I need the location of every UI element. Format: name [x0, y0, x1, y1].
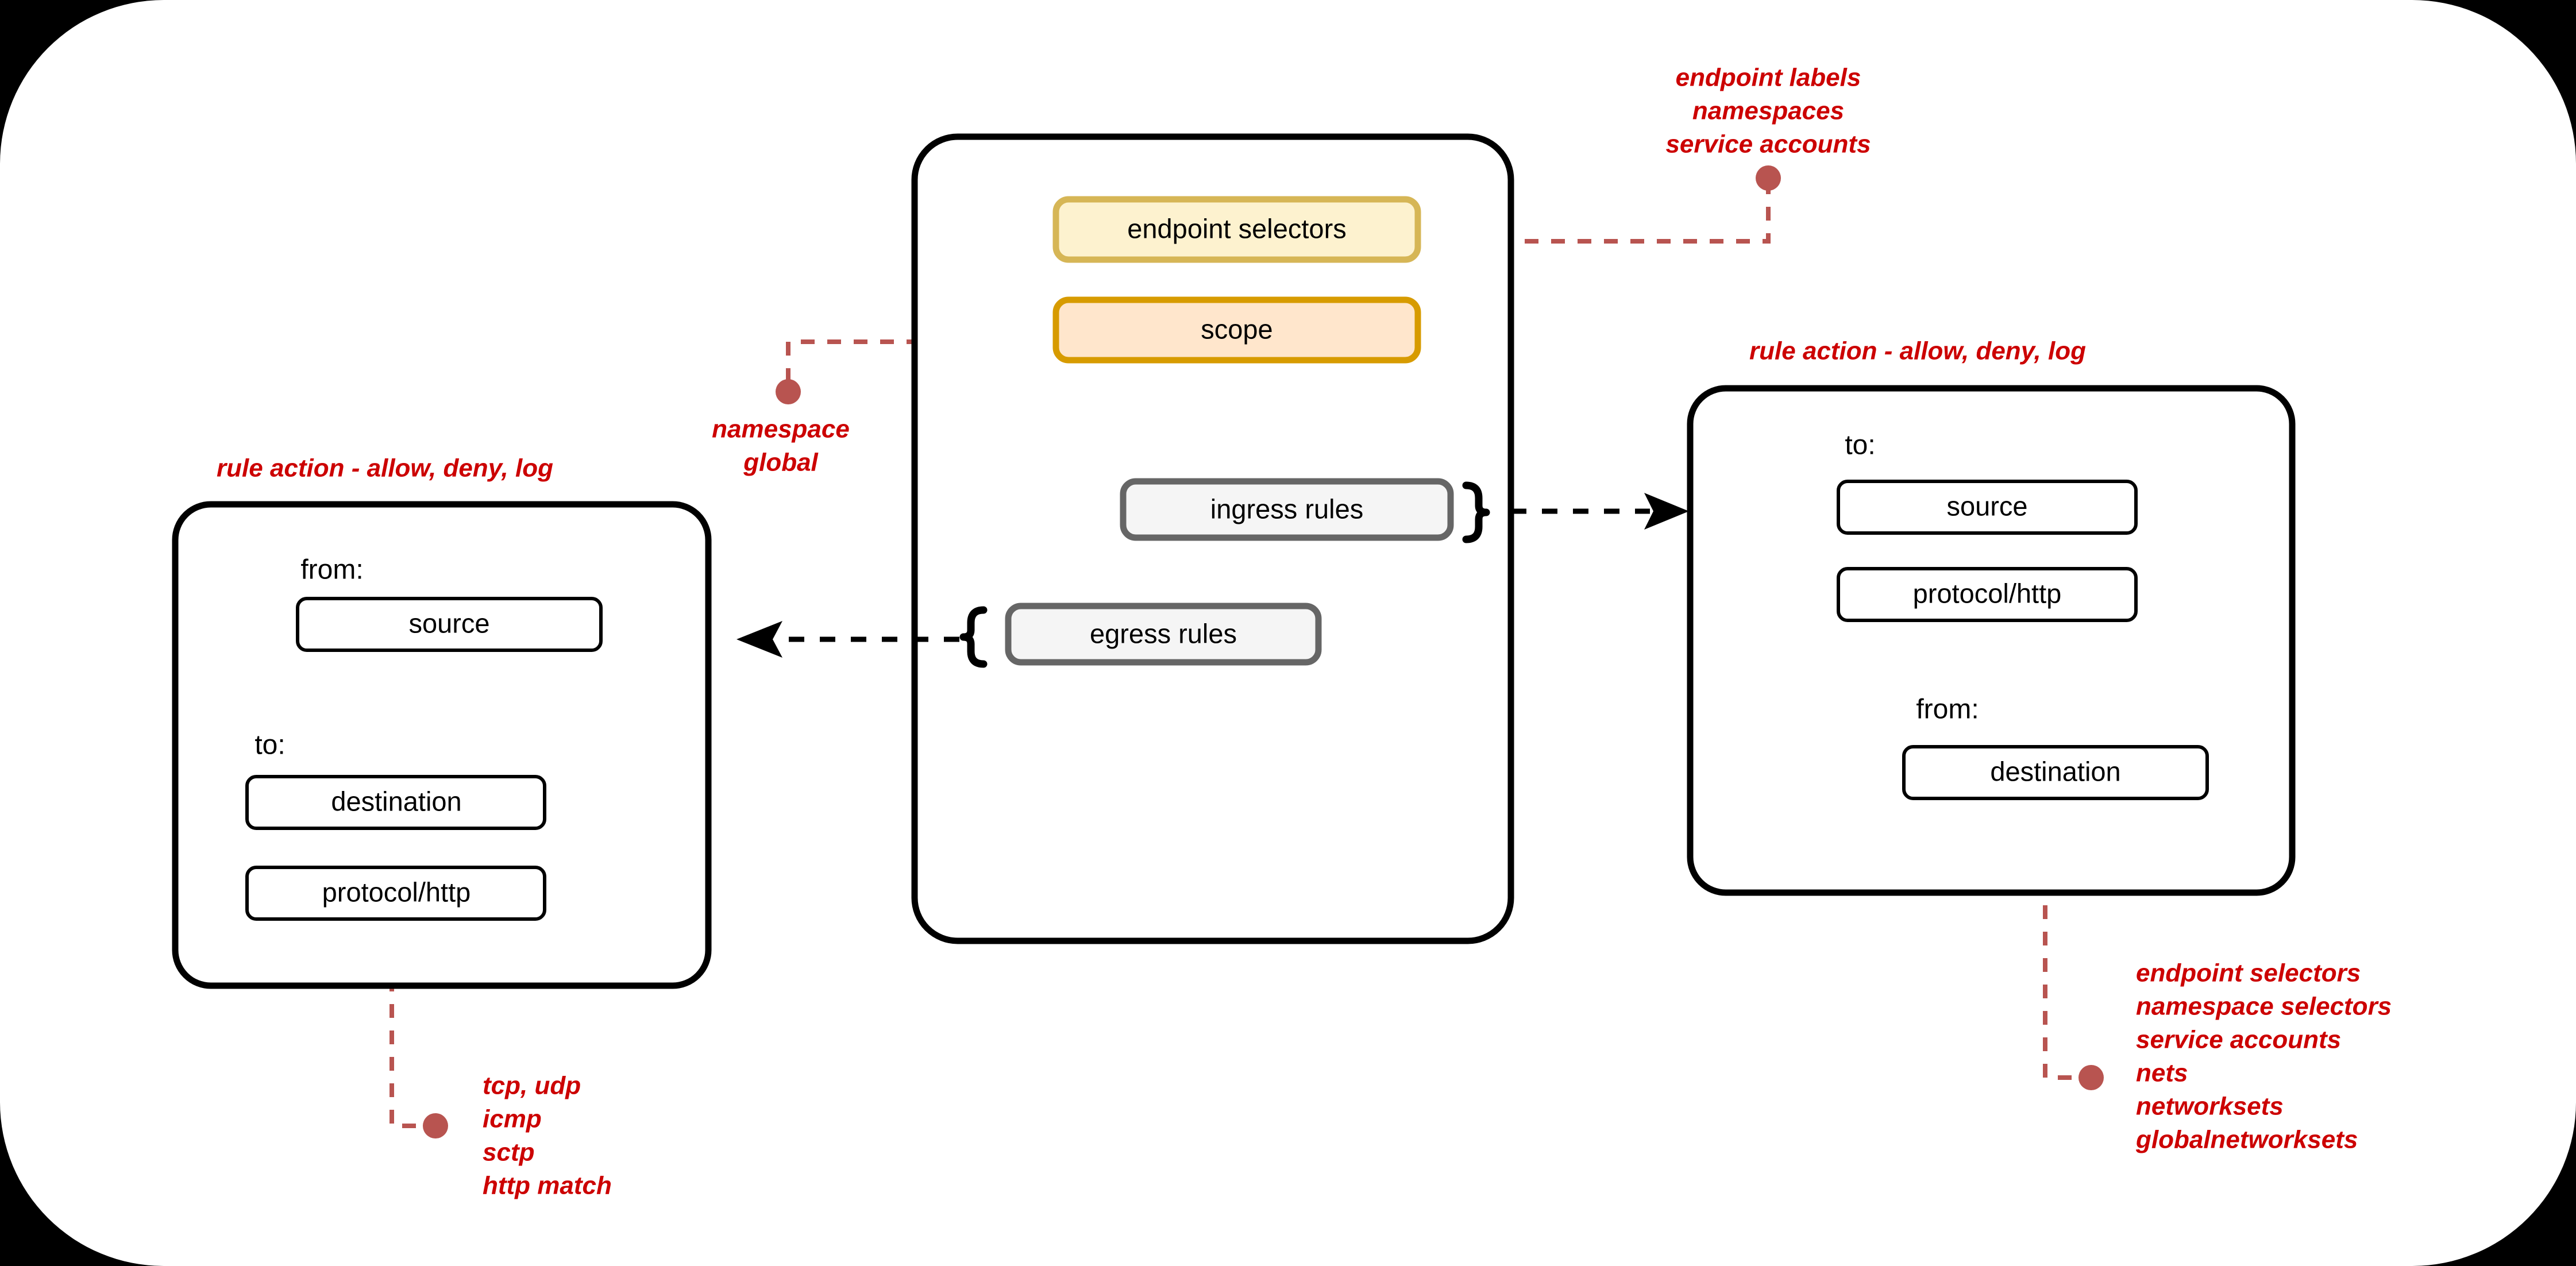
annotation-line: service accounts [1665, 130, 1871, 159]
left-destination-box[interactable] [245, 775, 546, 830]
egress-arrow [736, 621, 959, 658]
connector-dot [423, 1113, 448, 1138]
right-source-box[interactable] [1837, 480, 2138, 535]
annotation-line: endpoint selectors [2136, 959, 2361, 987]
arrow-head [736, 621, 782, 658]
left-protocol-label: protocol/http [322, 877, 471, 907]
endpoint-selectors-label: endpoint selectors [1127, 213, 1346, 244]
egress-brace-icon [959, 606, 988, 668]
egress-rules-label: egress rules [1090, 618, 1237, 649]
annotation-line: nets [2136, 1059, 2188, 1087]
connector-line [390, 925, 428, 1128]
arrow-head [1644, 493, 1689, 530]
connector-dot [776, 379, 801, 404]
right-section-to-label: to: [1845, 430, 1875, 461]
left-destination-label: destination [331, 786, 461, 816]
ingress-rule-panel-outline [1687, 385, 2296, 896]
annotation-line: sctp [483, 1138, 534, 1167]
connector-line [1419, 183, 1771, 244]
right-protocol-box[interactable] [1837, 567, 2138, 622]
right-panel-heading: rule action - allow, deny, log [1749, 337, 2086, 365]
connector-endpoint-selectors [1419, 165, 1781, 244]
scope-annotation: namespace global [712, 415, 850, 477]
right-source-label: source [1946, 491, 2027, 521]
annotation-line: networksets [2136, 1093, 2284, 1121]
annotation-line: icmp [483, 1105, 542, 1133]
left-protocol-box[interactable] [245, 866, 546, 921]
ingress-arrow [1511, 493, 1689, 530]
left-panel-heading: rule action - allow, deny, log [217, 454, 553, 483]
annotation-line: globalnetworksets [2135, 1126, 2358, 1154]
annotation-line: namespaces [1692, 97, 1844, 125]
scope-label: scope [1201, 314, 1272, 344]
left-source-label: source [408, 608, 489, 638]
annotation-line: http match [483, 1172, 612, 1200]
right-protocol-label: protocol/http [1913, 578, 2062, 608]
connector-dot [2078, 1065, 2104, 1090]
protocol-annotation: tcp, udp icmp sctp http match [483, 1072, 612, 1200]
endpoint-selectors-box[interactable] [1052, 196, 1421, 263]
right-destination-label: destination [1990, 756, 2120, 786]
destination-annotation: endpoint selectors namespace selectors s… [2135, 959, 2392, 1154]
ingress-rules-label: ingress rules [1210, 493, 1363, 524]
annotation-line: namespace [712, 415, 850, 443]
scope-box[interactable] [1052, 296, 1421, 364]
annotation-line: tcp, udp [483, 1072, 581, 1100]
left-section-from-label: from: [300, 555, 363, 585]
connector-dot [1756, 165, 1781, 191]
endpoint-selectors-annotation: endpoint labels namespaces service accou… [1665, 64, 1871, 159]
right-section-from-label: from: [1916, 694, 1979, 725]
left-source-box[interactable] [296, 597, 603, 652]
right-destination-box[interactable] [1902, 745, 2209, 800]
left-section-to-label: to: [254, 730, 285, 761]
connector-protocol-left [390, 925, 448, 1138]
annotation-line: namespace selectors [2136, 993, 2392, 1021]
ingress-brace-icon [1462, 481, 1490, 543]
annotation-line: endpoint labels [1676, 64, 1861, 92]
egress-rules-box[interactable] [1005, 603, 1322, 666]
annotation-line: global [743, 449, 818, 477]
ingress-rules-box[interactable] [1120, 478, 1454, 541]
annotation-line: service accounts [2136, 1026, 2341, 1054]
